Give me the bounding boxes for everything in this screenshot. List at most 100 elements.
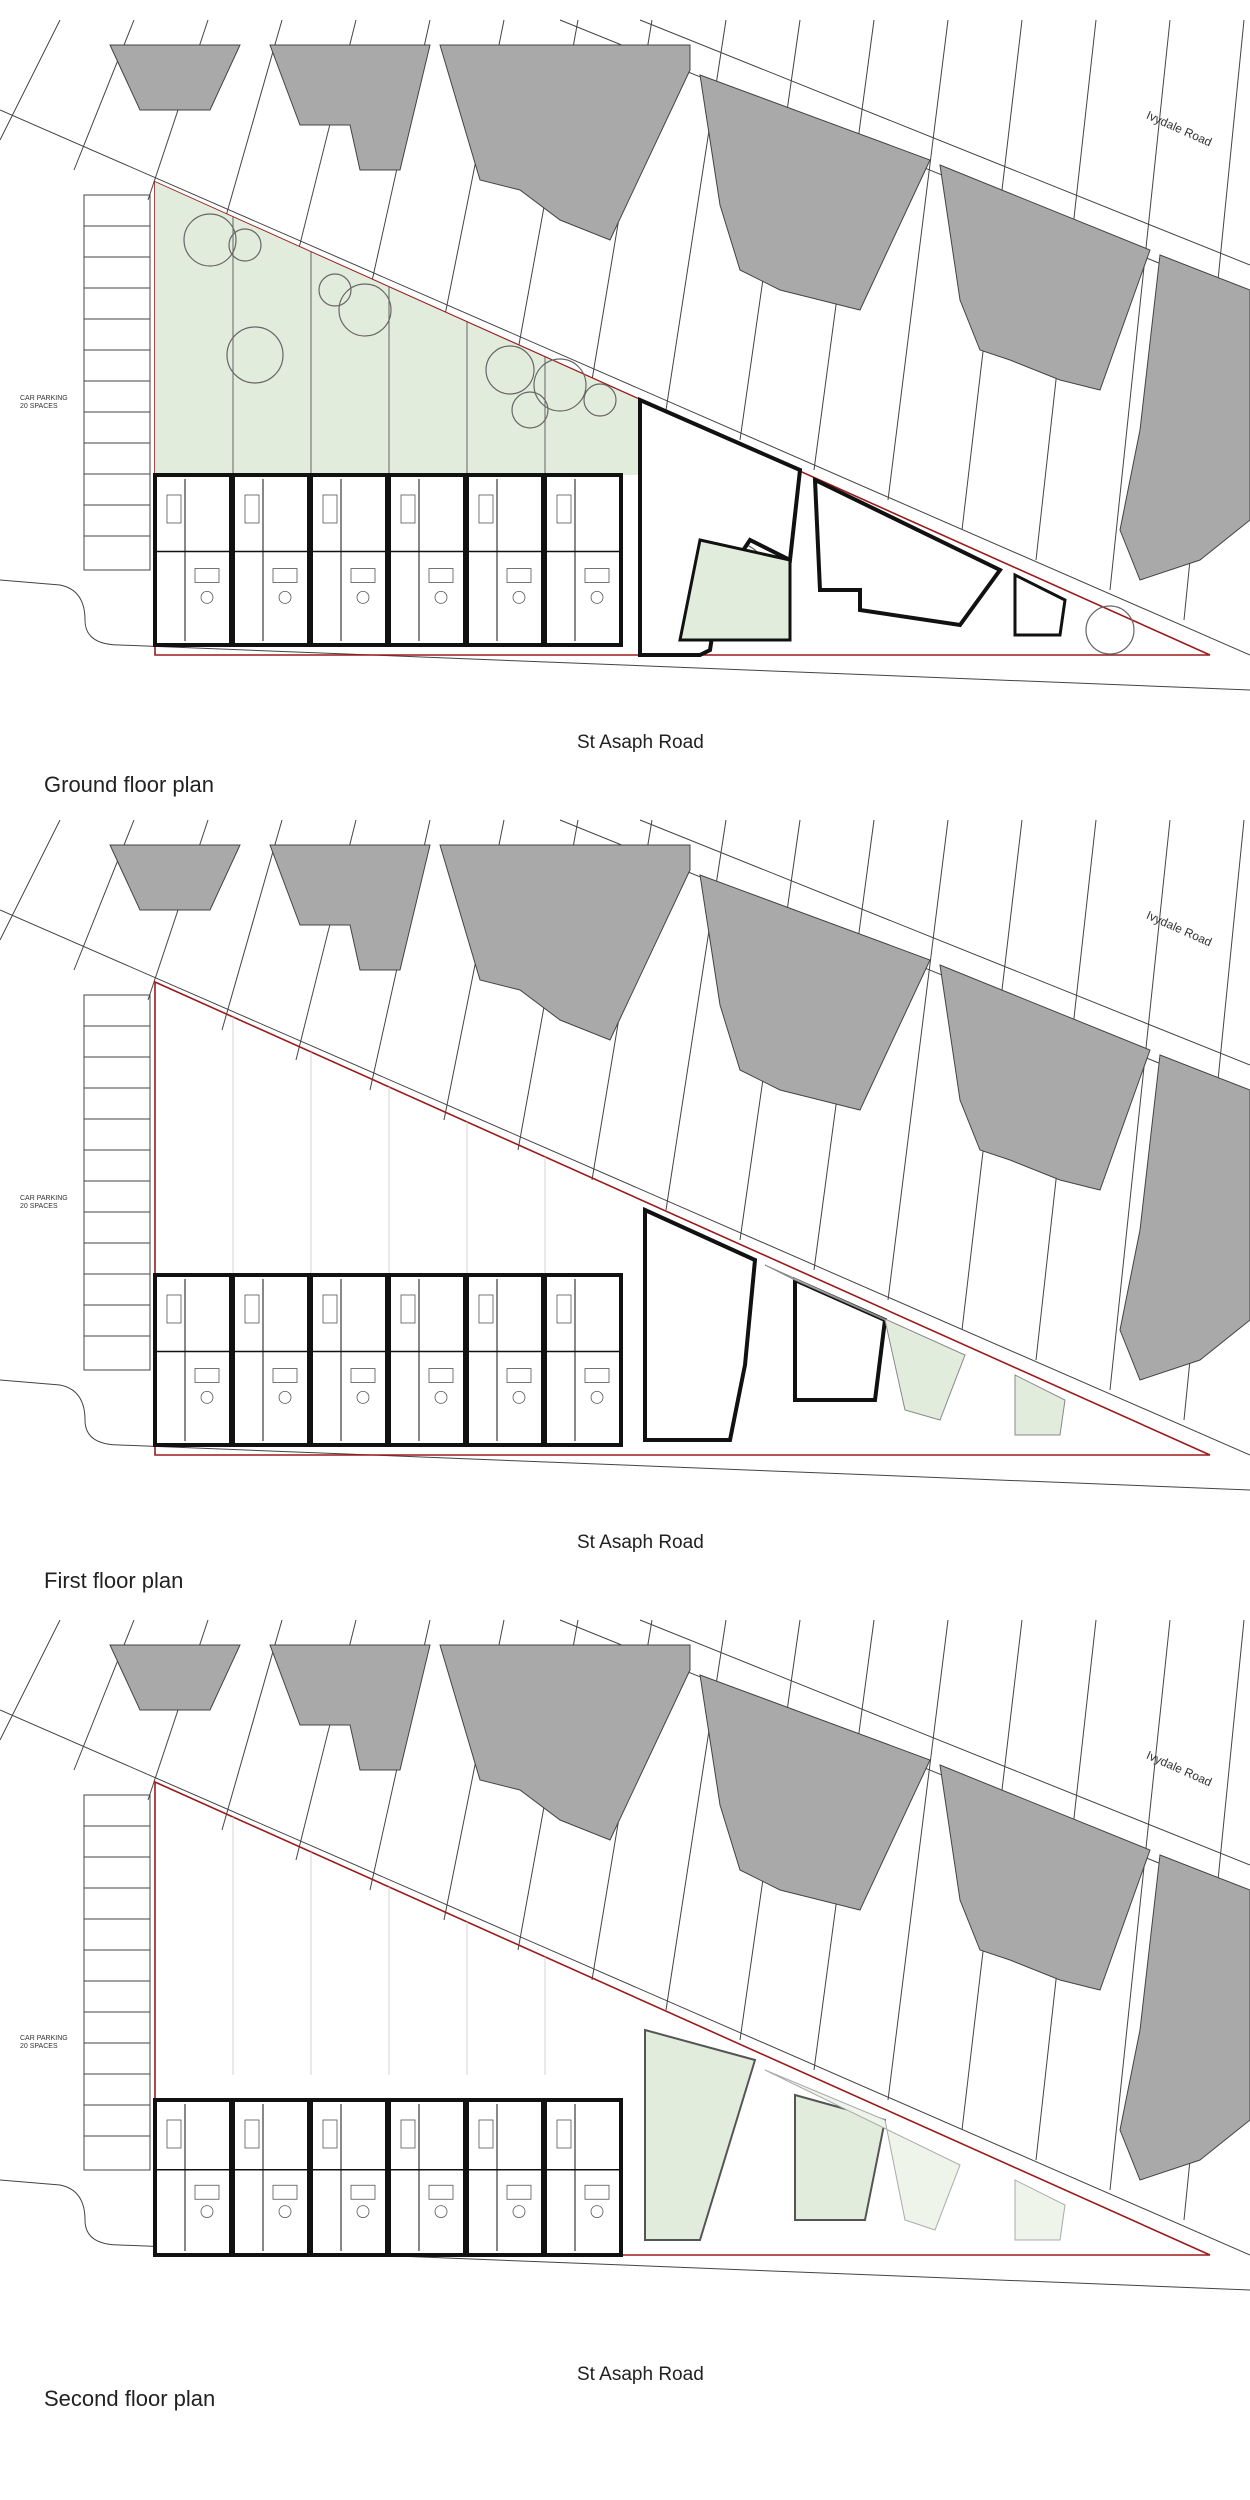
furniture <box>428 1368 454 1383</box>
furniture <box>506 568 532 583</box>
furniture <box>350 2184 376 2200</box>
plot-divider <box>1109 19 1171 591</box>
terraced-houses <box>153 473 623 647</box>
plot-divider <box>1109 1619 1171 2191</box>
furniture <box>590 2205 604 2218</box>
furniture <box>356 591 370 604</box>
existing-house-block <box>1119 1054 1250 1381</box>
furniture <box>434 1391 448 1404</box>
furniture <box>478 494 494 524</box>
parking-label-line1: CAR PARKING <box>20 2035 68 2042</box>
existing-house-block <box>1119 254 1250 581</box>
furniture <box>434 2205 448 2218</box>
existing-house-block <box>269 1644 431 1771</box>
existing-house-block <box>439 844 691 1041</box>
rear-gardens <box>155 182 640 475</box>
plan-title: Ground floor plan <box>44 772 214 797</box>
furniture <box>478 1294 494 1324</box>
plan-title: Second floor plan <box>44 2386 216 2411</box>
apartment-block-east <box>812 476 1004 628</box>
parking-outline <box>83 994 151 1371</box>
house-unit <box>543 473 623 647</box>
road-label: St Asaph Road <box>577 1532 704 1553</box>
existing-house-block <box>939 964 1151 1191</box>
furniture <box>244 1294 260 1324</box>
furniture <box>272 568 298 583</box>
furniture <box>556 1294 572 1324</box>
plan-title: First floor plan <box>44 1568 184 1593</box>
rear-boundary-line <box>0 909 1250 1456</box>
furniture <box>590 591 604 604</box>
furniture <box>278 2205 292 2218</box>
furniture <box>322 494 338 524</box>
parking-outline <box>83 1794 151 2171</box>
plot-divider <box>887 819 949 1301</box>
existing-buildings <box>109 844 1250 1381</box>
parking-label-line2: 20 SPACES <box>20 1203 58 1210</box>
tree <box>226 326 284 384</box>
plan-drawing-ground <box>0 19 1250 691</box>
furniture <box>400 494 416 524</box>
site-boundary <box>154 1780 1211 2256</box>
road-label: St Asaph Road <box>577 2364 704 2385</box>
plot-divider <box>887 19 949 501</box>
furniture <box>556 2119 572 2149</box>
furniture <box>244 494 260 524</box>
tree <box>228 228 262 262</box>
plot-divider <box>221 1619 283 1831</box>
furniture <box>590 1391 604 1404</box>
furniture <box>166 494 182 524</box>
parking-label: CAR PARKING 20 SPACES <box>20 2035 80 2051</box>
plot-divider <box>221 819 283 1031</box>
furniture <box>584 568 610 583</box>
furniture <box>512 1391 526 1404</box>
furniture <box>322 2119 338 2149</box>
tree <box>318 273 352 307</box>
terraced-houses <box>153 1273 623 1447</box>
site-boundary <box>154 980 1211 1456</box>
existing-house-block <box>439 1644 691 1841</box>
parking-label: CAR PARKING 20 SPACES <box>20 1195 80 1211</box>
plot-divider <box>73 19 135 171</box>
plan-drawing-first <box>0 819 1250 1491</box>
furniture <box>434 591 448 604</box>
furniture <box>428 2184 454 2200</box>
furniture <box>584 2184 610 2200</box>
parking-label-line2: 20 SPACES <box>20 403 58 410</box>
existing-house-block <box>439 44 691 241</box>
plot-divider <box>1109 819 1171 1391</box>
plot-divider <box>0 1619 61 1741</box>
furniture <box>194 1368 220 1383</box>
green-roof-east <box>794 2093 887 2221</box>
plot-divider <box>0 819 61 941</box>
house-unit <box>153 2098 233 2257</box>
furniture <box>400 2119 416 2149</box>
st-asaph-road-curb <box>0 1379 1250 1491</box>
house-unit <box>153 473 233 647</box>
existing-house-block <box>109 44 241 111</box>
furniture <box>194 568 220 583</box>
furniture <box>278 591 292 604</box>
existing-house-block <box>939 1764 1151 1991</box>
tree <box>1085 605 1135 655</box>
furniture <box>272 2184 298 2200</box>
house-unit <box>465 1273 545 1447</box>
floor-plan-first: Ivydale Road CAR PARKING 20 SPACES St As… <box>0 800 1250 1600</box>
house-unit <box>465 2098 545 2257</box>
furniture <box>512 2205 526 2218</box>
st-asaph-road-curb <box>0 2179 1250 2291</box>
existing-buildings <box>109 1644 1250 2181</box>
floor-plan-ground: Ivydale Road CAR PARKING 20 SPACES St As… <box>0 0 1250 800</box>
floor-plan-second: Ivydale Road CAR PARKING 20 SPACES St As… <box>0 1619 1250 2440</box>
house-unit <box>153 1273 233 1447</box>
furniture <box>356 1391 370 1404</box>
furniture <box>194 2184 220 2200</box>
existing-house-block <box>699 1674 931 1911</box>
existing-house-block <box>269 44 431 171</box>
tree <box>338 283 392 337</box>
furniture <box>166 1294 182 1324</box>
car-parking <box>83 994 151 1371</box>
existing-buildings <box>109 44 1250 581</box>
furniture <box>400 1294 416 1324</box>
furniture <box>584 1368 610 1383</box>
